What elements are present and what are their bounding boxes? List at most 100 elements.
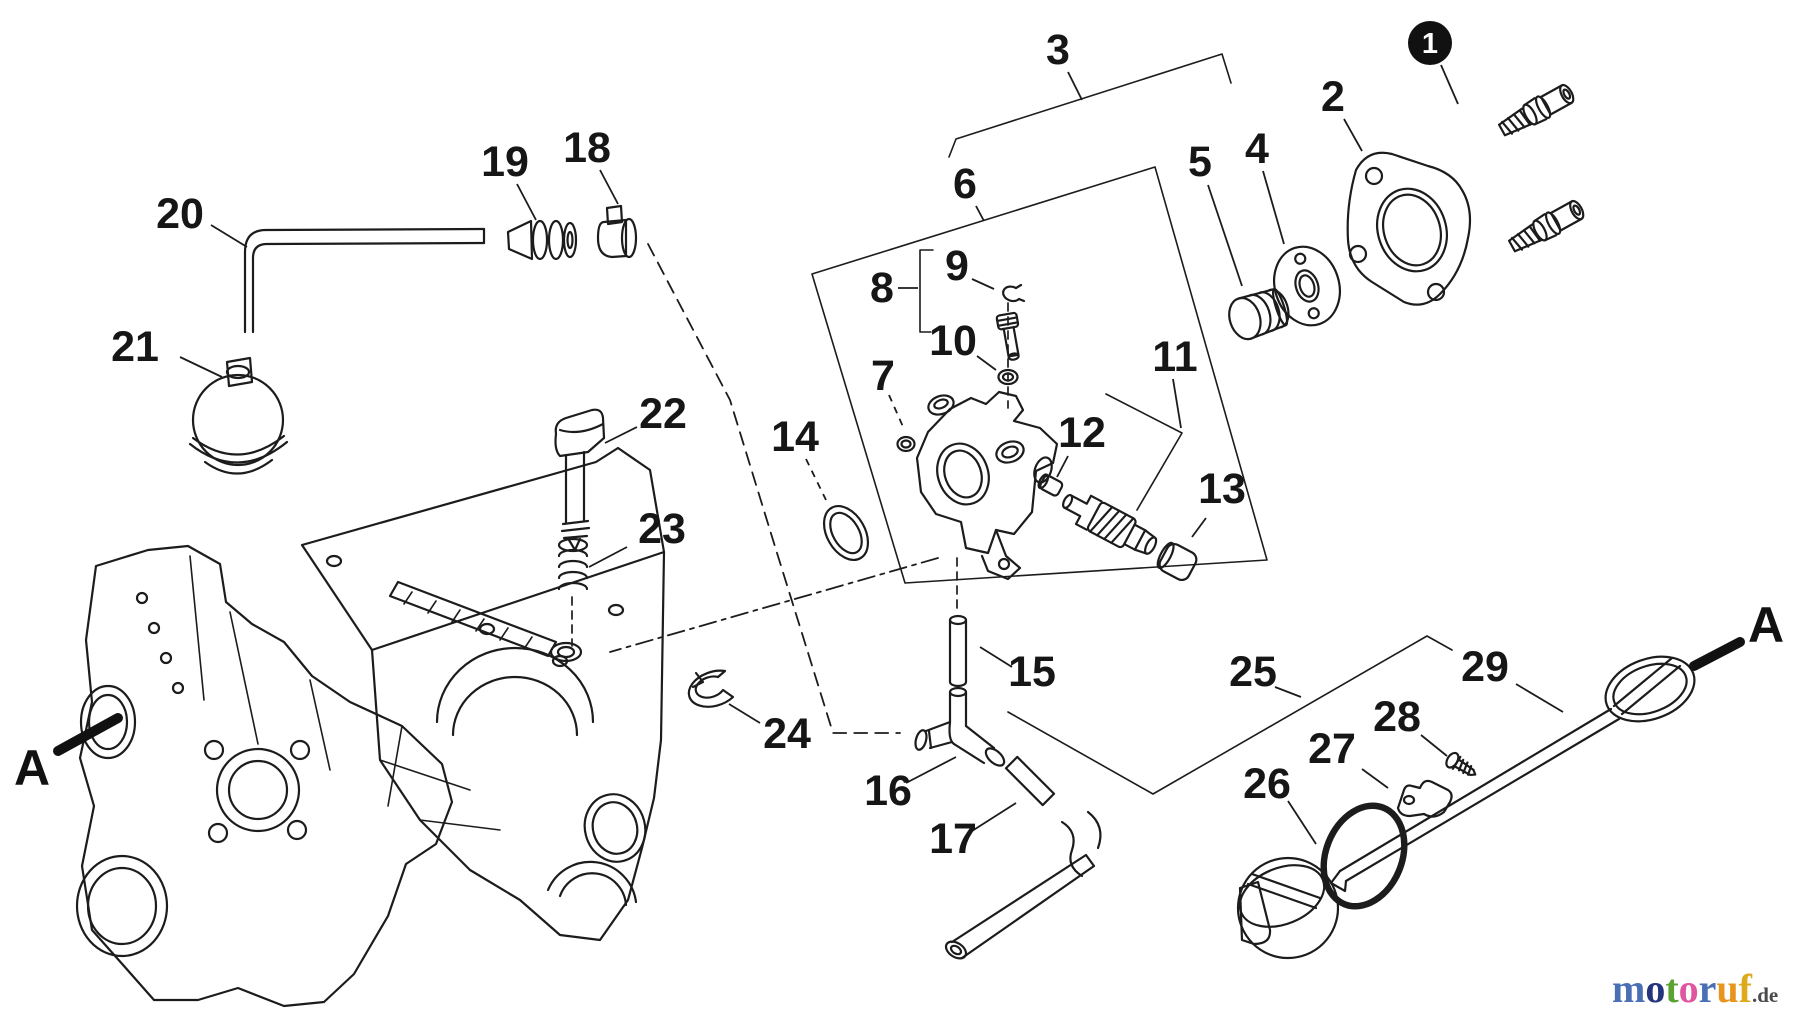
callout-label-20: 20 [156, 190, 204, 238]
callout-leader-5 [1207, 184, 1243, 287]
callout-label-5: 5 [1188, 138, 1212, 186]
barb-bolt-top [1497, 83, 1575, 137]
callout-leader-26 [1287, 800, 1317, 845]
plunger-spring [557, 537, 589, 591]
watermark-letter: u [1716, 966, 1739, 1011]
crankcase-half-right [300, 446, 666, 942]
watermark-letter: o [1678, 966, 1699, 1011]
pressure-piston [995, 311, 1020, 361]
hose-route-line [647, 243, 901, 734]
callout-label-7: 7 [871, 352, 895, 400]
callout-label-25: 25 [1229, 648, 1277, 696]
callout-leader-21 [179, 356, 223, 378]
callout-label-6: 6 [953, 160, 977, 208]
callout-label-22: 22 [639, 390, 687, 438]
tank-tube [944, 755, 1102, 960]
callout-leader-23 [588, 546, 628, 568]
pump-plunger [554, 408, 606, 552]
callout-label-16: 16 [864, 767, 912, 815]
section-label-1: A [1748, 597, 1784, 653]
callout-label-14: 14 [771, 413, 819, 461]
callout-leader-20 [210, 224, 248, 248]
callout-leader-15 [979, 646, 1013, 668]
watermark-suffix: .de [1752, 983, 1779, 1007]
watermark-letter: r [1698, 966, 1717, 1011]
pickup-tube [243, 227, 486, 334]
worm-gear [1062, 493, 1158, 555]
callout-label-23: 23 [638, 505, 686, 553]
callout-leader-1 [1440, 64, 1459, 105]
callout-leader-3 [1067, 71, 1083, 101]
cap-nut [1156, 541, 1198, 582]
callout-leader-27 [1361, 768, 1389, 789]
pump-cover-flange [1346, 151, 1472, 306]
callout-circle-1 [1408, 21, 1452, 65]
washer-plate [1273, 245, 1341, 327]
callout-label-28: 28 [1373, 693, 1421, 741]
callout-leader-lines [179, 64, 1564, 845]
callout-label-21: 21 [111, 323, 159, 371]
watermark-letter: t [1665, 966, 1679, 1011]
callout-label-4: 4 [1245, 125, 1269, 173]
callout-leader-13 [1191, 517, 1207, 538]
section-label-0: A [14, 740, 50, 796]
drive-pin [1037, 473, 1064, 497]
callout-label-2: 2 [1321, 73, 1345, 121]
callout-label-11: 11 [1152, 333, 1197, 381]
cap-o-ring [1320, 802, 1408, 910]
callout-label-15: 15 [1008, 648, 1056, 696]
callout-label-13: 13 [1198, 465, 1246, 513]
pump-to-case-line [609, 557, 939, 653]
callout-label-12: 12 [1058, 409, 1106, 457]
grommet [506, 219, 578, 261]
callout-label-1: 1 [1422, 28, 1438, 60]
circlip [1002, 283, 1026, 303]
callout-label-29: 29 [1461, 643, 1509, 691]
section-markers: AA [14, 597, 1784, 796]
tee-fitting [914, 686, 1006, 767]
strainer-bulb [188, 356, 289, 475]
small-o-ring [896, 435, 916, 453]
callout-label-27: 27 [1308, 725, 1356, 773]
crankcase-half-left [75, 544, 454, 1008]
callout-label-10: 10 [929, 317, 977, 365]
motoruf-watermark: motoruf.de [1612, 966, 1800, 1012]
e-clip [687, 669, 735, 708]
callout-leader-2 [1343, 118, 1363, 152]
bracket-part3 [948, 53, 1232, 158]
callout-leader-18 [599, 169, 619, 205]
bracket-cap-group [1007, 635, 1453, 795]
callout-label-26: 26 [1243, 760, 1291, 808]
bracket-part11 [1105, 393, 1183, 511]
callout-leader-16 [905, 756, 957, 784]
callout-label-3: 3 [1046, 26, 1070, 74]
callout-label-17: 17 [929, 815, 977, 863]
callout-leader-10 [976, 355, 997, 371]
callout-label-24: 24 [763, 710, 811, 758]
retainer-clip [1396, 779, 1453, 818]
section-arrow-0 [53, 713, 123, 756]
callout-leader-22 [604, 426, 638, 444]
barb-bolt-bottom [1507, 199, 1585, 253]
callout-leader-24 [728, 703, 761, 724]
callout-label-19: 19 [481, 138, 529, 186]
callout-leader-12 [1056, 455, 1069, 478]
callout-leader-17 [971, 802, 1017, 832]
callout-label-9: 9 [945, 242, 969, 290]
callout-leader-29 [1515, 683, 1564, 713]
callout-leader-11 [1172, 378, 1182, 429]
oil-pump-body [915, 390, 1059, 581]
bracket-part8 [919, 249, 934, 333]
elbow-fitting [596, 204, 638, 259]
callout-leader-9 [971, 278, 995, 290]
callout-leader-6 [975, 205, 985, 222]
callout-leader-28 [1420, 734, 1448, 757]
callout-label-18: 18 [563, 124, 611, 172]
callout-leader-14 [805, 458, 827, 501]
watermark-letter: o [1645, 966, 1666, 1011]
callout-leader-4 [1262, 170, 1285, 245]
retainer-screw [1445, 751, 1477, 777]
group-box-oil-pump [811, 166, 1268, 584]
